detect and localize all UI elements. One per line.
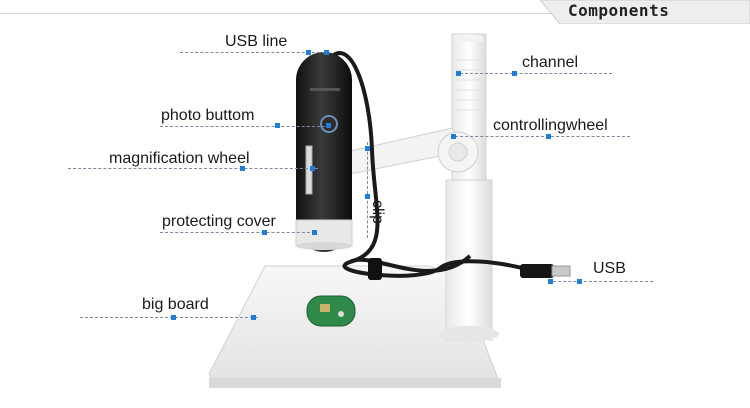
marker-usb bbox=[548, 279, 553, 284]
label-usb: USB bbox=[593, 260, 626, 277]
label-magnification-wheel: magnification wheel bbox=[109, 150, 250, 167]
marker-clip-end bbox=[365, 194, 370, 199]
marker-usb-line-end bbox=[324, 50, 329, 55]
header-divider bbox=[0, 13, 750, 14]
leader-protecting-cover bbox=[160, 232, 315, 233]
header-banner bbox=[540, 0, 750, 24]
leader-usb-line bbox=[180, 52, 325, 53]
marker-photo-button-end bbox=[326, 123, 331, 128]
label-protecting-cover: protecting cover bbox=[162, 213, 276, 230]
marker-magnification-wheel-end bbox=[310, 166, 315, 171]
marker-magnification-wheel bbox=[240, 166, 245, 171]
microscope-body-shape bbox=[296, 52, 352, 252]
label-big-board: big board bbox=[142, 296, 209, 313]
leader-clip bbox=[367, 142, 368, 238]
label-controlling-wheel: controllingwheel bbox=[493, 117, 608, 134]
label-photo-button: photo buttom bbox=[161, 107, 255, 124]
leader-usb bbox=[548, 281, 653, 282]
marker-big-board-end bbox=[251, 315, 256, 320]
marker-protecting-cover bbox=[262, 230, 267, 235]
marker-controlling-wheel bbox=[451, 134, 456, 139]
marker-protecting-cover-end bbox=[312, 230, 317, 235]
label-clip: clip bbox=[369, 200, 386, 225]
leader-channel bbox=[460, 73, 612, 74]
marker-controlling-wheel-end bbox=[546, 134, 551, 139]
marker-big-board bbox=[171, 315, 176, 320]
marker-channel-end bbox=[512, 71, 517, 76]
marker-usb-line bbox=[306, 50, 311, 55]
leader-photo-button bbox=[160, 126, 330, 127]
label-channel: channel bbox=[522, 54, 579, 71]
circuit-sample-shape bbox=[306, 295, 356, 327]
leader-controlling-wheel bbox=[455, 136, 630, 137]
label-usb-line: USB line bbox=[225, 33, 288, 50]
leader-big-board bbox=[80, 317, 258, 318]
marker-clip bbox=[365, 146, 370, 151]
header-title: Components bbox=[568, 1, 670, 20]
marker-channel bbox=[456, 71, 461, 76]
leader-magnification-wheel bbox=[68, 168, 318, 169]
marker-usb-end bbox=[577, 279, 582, 284]
marker-photo-button bbox=[275, 123, 280, 128]
